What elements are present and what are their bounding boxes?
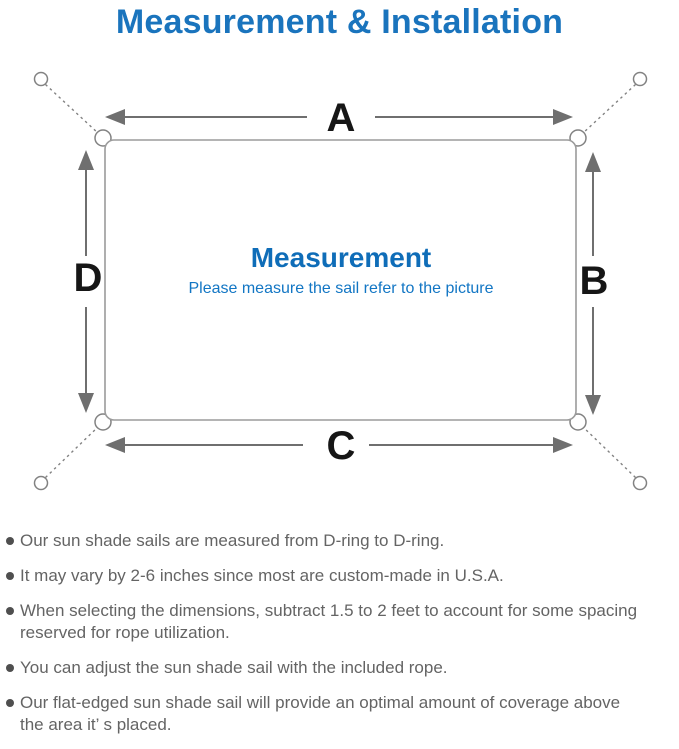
tether-line-bottom-right (581, 425, 636, 479)
bullet-icon (6, 664, 14, 672)
sail-outline (104, 139, 577, 421)
note-line: reserved for rope utilization. (20, 623, 230, 642)
d-ring-top-left (94, 129, 112, 147)
d-ring-bottom-left (94, 413, 112, 431)
note-line: You can adjust the sun shade sail with t… (20, 658, 448, 677)
tether-line-top-left (45, 83, 100, 135)
note-line: When selecting the dimensions, subtract … (20, 601, 638, 620)
bullet-icon (6, 607, 14, 615)
tether-line-bottom-left (45, 425, 100, 479)
d-ring-bottom-right (569, 413, 587, 431)
dim-label-c: C (327, 424, 356, 468)
d-ring-top-right (569, 129, 587, 147)
anchor-point-top-right (632, 71, 648, 87)
page-title: Measurement & Installation (115, 3, 564, 41)
bullet-icon (6, 699, 14, 707)
note-line: It may vary by 2-6 inches since most are… (20, 566, 504, 585)
list-item: Our sun shade sails are measured from D-… (6, 530, 652, 552)
diagram-center-subtitle: Please measure the sail refer to the pic… (188, 280, 493, 297)
bullet-icon (6, 572, 14, 580)
notes-list: Our sun shade sails are measured from D-… (6, 530, 652, 749)
anchor-point-bottom-right (632, 475, 648, 491)
note-line: Our sun shade sails are measured from D-… (20, 531, 445, 550)
list-item: When selecting the dimensions, subtract … (6, 600, 652, 644)
list-item: It may vary by 2-6 inches since most are… (6, 565, 652, 587)
anchor-point-bottom-left (33, 475, 49, 491)
note-line: the area it’ s placed. (20, 715, 172, 734)
tether-line-top-right (581, 83, 636, 135)
measurement-diagram: A B C D Measurement Please measure the s… (33, 71, 648, 491)
note-line: Our flat-edged sun shade sail will provi… (20, 693, 621, 712)
list-item: You can adjust the sun shade sail with t… (6, 657, 652, 679)
dim-label-b: B (580, 259, 609, 303)
list-item: Our flat-edged sun shade sail will provi… (6, 692, 652, 736)
dim-label-a: A (327, 96, 356, 140)
bullet-icon (6, 537, 14, 545)
diagram-center-title: Measurement (251, 242, 432, 273)
anchor-point-top-left (33, 71, 49, 87)
dim-label-d: D (74, 256, 103, 300)
